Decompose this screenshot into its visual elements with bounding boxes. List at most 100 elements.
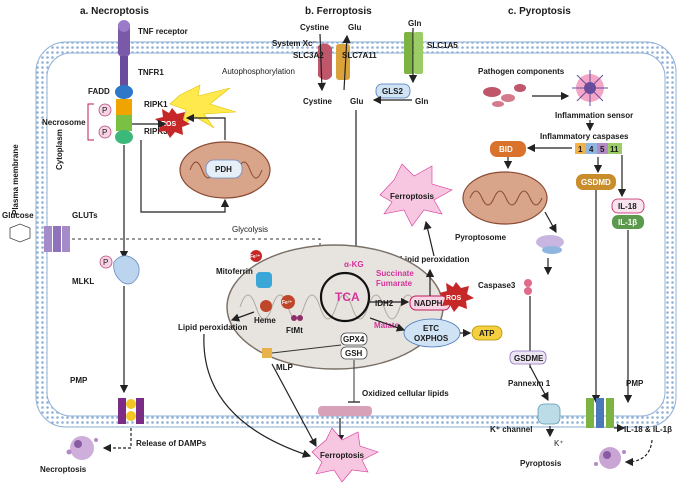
- gsh-label: GSH: [345, 349, 363, 358]
- cystine-top-label: Cystine: [300, 23, 329, 32]
- mlp-label: MLP: [276, 363, 294, 372]
- cytoplasm-label: Cytoplasm: [55, 129, 64, 170]
- arrow: [102, 428, 132, 453]
- lipid-perox-lower-label: Lipid peroxidation: [178, 323, 247, 332]
- arrow: [317, 33, 326, 92]
- oxidized-membrane-segment: [318, 406, 372, 416]
- gluts-label: GLUTs: [72, 211, 98, 220]
- system-xc-label: System Xc⁻: [272, 39, 317, 48]
- tca-cycle-icon: [319, 271, 371, 323]
- fumarate-label: Fumarate: [376, 279, 413, 288]
- heme-label: Heme: [254, 316, 276, 325]
- succinate-label: Succinate: [376, 269, 414, 278]
- pyroptotic-cell-icon: [594, 447, 626, 469]
- arrow: [369, 317, 406, 332]
- ripk1-label: RIPK1: [144, 100, 168, 109]
- inflammation-sensor-icon: [572, 70, 608, 106]
- fadd-label: FADD: [88, 87, 110, 96]
- panel-b-title: b. Ferroptosis: [305, 6, 372, 17]
- tca-label: TCA: [335, 290, 360, 304]
- mitoferrin-label: Mitoferrin: [216, 267, 253, 276]
- pathogen-icon: [483, 84, 526, 107]
- tnfr1-label: TNFR1: [138, 68, 164, 77]
- il1b-box: [612, 215, 644, 229]
- tnf-receptor-label: TNF receptor: [138, 27, 188, 36]
- gluts-channel-icon: [44, 226, 70, 252]
- etc-label: ETC: [423, 324, 439, 333]
- ferroptosis-bottom-label: Ferroptosis: [320, 451, 365, 460]
- il18-box: [611, 198, 645, 214]
- gpx4-label: GPX4: [343, 335, 365, 344]
- bid-box: [490, 141, 526, 157]
- il-release-label: IL-18 & IL-1β: [624, 425, 672, 434]
- sensor-label: Inflammation sensor: [555, 111, 633, 120]
- slc1a5-transporter-icon: [404, 32, 423, 74]
- caspase3-label: Caspase3: [478, 281, 516, 290]
- arrow: [140, 140, 230, 213]
- gls2-box: [375, 83, 411, 99]
- necrosome-label: Necrosome: [42, 118, 86, 127]
- arrow: [230, 311, 255, 322]
- slc7a11-label: SLC7A11: [342, 51, 377, 60]
- caspase-numbers: 1 4 5 11: [575, 143, 622, 154]
- panel-c-title: c. Pyroptosis: [508, 6, 571, 17]
- glucose-label: Glucose: [2, 211, 34, 220]
- cystine-bottom-label: Cystine: [303, 97, 332, 106]
- il1b-label: IL-1β: [618, 218, 637, 227]
- fe-label: Fe²⁺: [282, 300, 293, 306]
- pdh-label: PDH: [215, 165, 232, 174]
- gpx4-box: [340, 332, 368, 346]
- mlp-icon: [262, 348, 272, 358]
- mlkl-label: MLKL: [72, 277, 94, 286]
- caspase3-icon: [524, 279, 532, 295]
- oxphos-label: OXPHOS: [414, 334, 449, 343]
- arrow: [271, 363, 317, 448]
- ros-label: ROS: [446, 295, 462, 302]
- k-channel-icon: [537, 403, 561, 425]
- gln-top-label: Gln: [408, 19, 421, 28]
- necrosome-stack: [115, 85, 133, 144]
- plasma-membrane-label: Plasma membrane: [11, 144, 20, 215]
- pyroptosome-icon: [536, 235, 564, 254]
- pmp-label: PMP: [70, 376, 88, 385]
- pannexin-label: Pannexin 1: [508, 379, 551, 388]
- ros-star-icon: [439, 282, 474, 312]
- arrow: [342, 34, 351, 91]
- bid-label: BID: [499, 145, 513, 154]
- fe-ion-icon: [281, 295, 295, 309]
- il18-label: IL-18: [618, 202, 637, 211]
- gsdmd-box: [576, 174, 616, 190]
- k-plus-label: K⁺: [554, 439, 564, 448]
- fe-ion-icon: [250, 250, 262, 262]
- pdh-box: [205, 159, 243, 179]
- glucose-molecule-icon: [9, 223, 31, 243]
- phospho-icon: [98, 125, 112, 139]
- glu-bottom-label: Glu: [350, 97, 363, 106]
- gsdme-label: GSDME: [514, 354, 544, 363]
- tnf-receptor-icon: [118, 20, 130, 86]
- ros-label: ROS: [161, 121, 177, 128]
- pyroptosis-pore-icon: [586, 398, 614, 428]
- ferroptosis-star-icon: [379, 163, 453, 227]
- phospho-label: P: [102, 128, 107, 137]
- phospho-label: P: [102, 106, 107, 115]
- ferroptosis-upper-label: Ferroptosis: [390, 192, 435, 201]
- caspase-number: 5: [600, 145, 605, 154]
- alpha-kg-label: α-KG: [344, 260, 364, 269]
- phospho-icon: [99, 255, 113, 269]
- panel-a-title: a. Necroptosis: [80, 6, 149, 17]
- arrow: [423, 220, 435, 257]
- pyroptosome-label: Pyroptosome: [455, 233, 507, 242]
- gls2-label: GLS2: [382, 87, 403, 96]
- arrow: [203, 333, 312, 458]
- gsdme-box: [509, 350, 547, 365]
- mlkl-protein-icon: [113, 255, 140, 285]
- glu-top-label: Glu: [348, 23, 361, 32]
- necroptosis-label: Necroptosis: [40, 465, 87, 474]
- oxidized-lipids-label: Oxidized cellular lipids: [362, 389, 449, 398]
- caspases-label: Inflammatory caspases: [540, 132, 629, 141]
- ferroptosis-star-icon: [311, 427, 379, 483]
- pyroptosis-label: Pyroptosis: [520, 459, 562, 468]
- slc7a11-transporter-icon: [336, 44, 350, 80]
